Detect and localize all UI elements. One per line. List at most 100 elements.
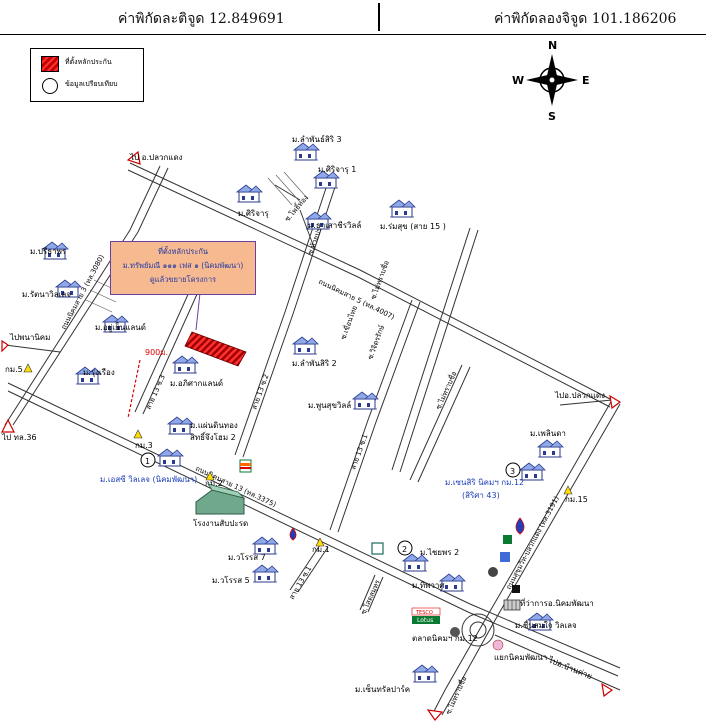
label-thanasap: ม.ธาเสาชีรวิลล์	[308, 220, 361, 230]
km5-warning-icon	[23, 363, 33, 373]
road-upper-right	[559, 399, 613, 406]
house-sapphire3-icon	[293, 142, 320, 161]
collateral-swatch-icon	[41, 56, 59, 72]
soi-right1-line-b	[417, 366, 471, 483]
tesco-text: TESCO	[415, 610, 433, 616]
soi-13-2-label: สาย 13 ซ.2	[250, 373, 270, 411]
km1-warning-icon	[315, 537, 325, 547]
km1-label: กม.1	[312, 545, 330, 554]
callout-project: ม.ทรัพย์มณี ๑๑๑ เฟส ๑ (นิคมพัฒนา)	[122, 261, 244, 270]
km2-label: กม.2	[205, 479, 223, 488]
house-phlinda-icon	[537, 439, 564, 458]
map-legend: ที่ตั้งหลักประกัน ข้อมูลเปรียบเทียบ	[30, 48, 144, 102]
km3-warning-icon	[133, 429, 143, 439]
factory-icon	[195, 483, 246, 515]
arrow-lower-right-icon	[601, 682, 614, 698]
arrow-upper-left-icon	[126, 150, 141, 165]
marker-1-number: 1	[145, 457, 150, 466]
to-banchang-label: ไปอ.บ้านค่าย	[546, 655, 593, 681]
road-3191-line-a	[431, 399, 613, 716]
label-worarot7: ม.วโรรส 7	[228, 552, 266, 562]
km2-warning-icon	[205, 471, 215, 481]
label-tiptawat: ม.ทิพวาศ	[412, 581, 444, 590]
seven-eleven-icon	[239, 459, 252, 473]
house-sapphire2-icon	[292, 336, 319, 355]
soi-13-3-label: สาย 13 ซ.3	[145, 374, 167, 411]
road-to-banchang	[494, 634, 621, 691]
arrow-left-icon	[1, 339, 9, 353]
to-36-label: ไป ทล.36	[1, 433, 37, 442]
legend-comparable-label: ข้อมูลเปรียบเทียบ	[65, 80, 118, 88]
to-phanat-label: ไปพนานิคม	[9, 333, 50, 342]
soi-13-1b-label: สาย 13 ซ.1	[288, 565, 313, 601]
road-5-line-b	[127, 169, 611, 408]
compass-west: W	[512, 74, 524, 87]
km15-label: กม.15	[565, 495, 588, 504]
house-worarot5-icon	[252, 564, 279, 583]
label-romsuk: ม.ร่มสุข (สาย 15 )	[380, 222, 446, 231]
marker-3-number: 3	[510, 467, 515, 476]
upper-strip-hatch	[85, 171, 309, 313]
label-sensiri: ม.เซนสิริ นิคมฯ กม.12	[445, 478, 524, 487]
label-panthong: ม.แผ่นดินทอง	[190, 421, 238, 430]
soi-lower3-label: ซ.ไม่ทราบชื่อ	[444, 675, 469, 716]
label-pritaporn: ม.ปรีธาพร	[30, 247, 67, 256]
soi-right2-line-b	[399, 229, 479, 473]
arrow-bottom-icon	[426, 709, 444, 721]
soi-13-1-label: สาย 13 ซ.1	[349, 433, 369, 471]
arrow-down-left-icon	[1, 418, 15, 433]
label-office: ที่ว่าการอ.นิคมพัฒนา	[520, 597, 594, 608]
road-3-line-a	[4, 165, 161, 426]
soi-13-3-line	[134, 289, 191, 413]
label-esthai: ม.เอสซี วิลเลจ (นิคมพัฒนา)	[100, 475, 197, 484]
legend-comparable: ข้อมูลเปรียบเทียบ	[39, 77, 139, 95]
distance-label: 900ม.	[145, 348, 168, 357]
house-romsuk-icon	[389, 199, 416, 218]
label-chunsam: ม.ชื่นสมใจ วิลเลจ	[515, 619, 577, 630]
gas-station-right-icon	[515, 517, 525, 535]
soi-13-1-line	[329, 299, 413, 531]
lotus-text: Lotus	[417, 617, 433, 624]
road-3191-label: ถนนสุขุมวิท-ปลวกแดง (ทล.3191)	[505, 495, 561, 591]
house-pujasarn-icon	[352, 391, 379, 410]
arrow-right-icon	[609, 394, 622, 410]
compass-rose-icon: N S E W	[512, 39, 590, 123]
label-worarot5: ม.วโรรส 5	[212, 575, 250, 585]
comparable-marker-2: 2	[397, 540, 413, 556]
house-worarot7-icon	[252, 536, 279, 555]
house-central-icon	[412, 664, 439, 683]
label-pujasarn: ม.พูนสุขวิลล์	[308, 400, 351, 411]
label-pitapakorn: ม.อภิศากแลนด์	[170, 378, 223, 388]
callout-title: ที่ตั้งหลักประกัน	[157, 247, 209, 256]
to-pluakdaeng-right-label: ไปอ.ปลวกแดง	[554, 391, 605, 400]
to-pluakdaeng-label: ไป อ.ปลวกแดง	[129, 153, 183, 162]
road-3-line-b	[12, 167, 169, 426]
label-rattana: ม.รัตนาวิลเลจ	[22, 290, 71, 299]
house-esthai-icon	[157, 448, 184, 467]
km3-label: กม.3	[135, 441, 153, 450]
label-siriwat: ม.ศิริจารุ	[238, 209, 269, 218]
house-siriwat-icon	[236, 184, 263, 203]
distance-line	[127, 359, 141, 419]
header-divider	[378, 3, 380, 31]
direction-arrows	[1, 150, 622, 721]
km-markers	[23, 363, 573, 547]
label-ayuthaya: ม.อยู่เย็นแลนด์	[95, 322, 146, 333]
soi-13-1b-line	[289, 544, 321, 591]
km5-label: กม.5	[5, 365, 23, 374]
label-siriwat1: ม.ศิริจารุ 1	[318, 165, 356, 174]
soi-13-1-line-b	[337, 301, 421, 533]
label-factory: โรงงานสับปะรด	[193, 518, 248, 528]
compass-south: S	[548, 110, 556, 123]
marker-2-number: 2	[402, 545, 407, 554]
callout-note: ดูแล้วขยายโครงการ	[149, 275, 217, 284]
tesco-lotus-icon: TESCO Lotus	[411, 607, 441, 624]
atm-icon	[500, 552, 510, 562]
km15-warning-icon	[563, 485, 573, 495]
shop-icon	[503, 535, 512, 544]
soi-upper-b	[299, 209, 316, 251]
market-icon	[450, 627, 460, 637]
soi-right1-line	[409, 364, 463, 481]
label-chayaporn: ม.ไชยพร 2	[420, 548, 459, 557]
